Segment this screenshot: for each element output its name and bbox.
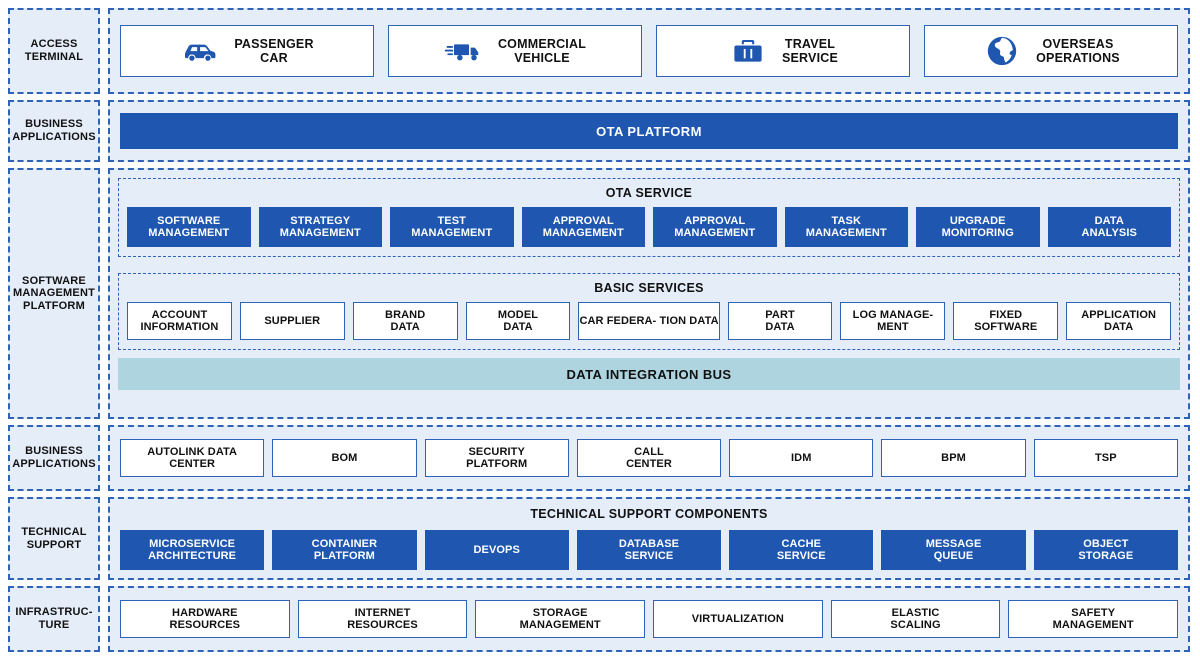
briefcase-icon	[728, 34, 768, 68]
basic-service-item-log-management[interactable]: LOG MANAGE-MENT	[840, 302, 946, 340]
layer-label-infrastructure: INFRASTRUC-TURE	[8, 586, 100, 652]
globe-icon	[982, 34, 1022, 68]
technical-support-title: TECHNICAL SUPPORT COMPONENTS	[530, 507, 768, 521]
technical-support-item-devops[interactable]: DEVOPS	[424, 530, 569, 570]
business-applications-top-body: OTA PLATFORM	[108, 100, 1190, 162]
business-app-item-bpm[interactable]: BPM	[881, 439, 1026, 477]
ota-platform-bar[interactable]: OTA PLATFORM	[120, 113, 1178, 149]
ota-service-title: OTA SERVICE	[605, 186, 693, 200]
truck-icon	[444, 34, 484, 68]
data-integration-bus-bar[interactable]: DATA INTEGRATION BUS	[118, 358, 1180, 390]
business-app-item-bom[interactable]: BOM	[272, 439, 417, 477]
basic-service-item-car-federation-data[interactable]: CAR FEDERA- TION DATA	[578, 302, 720, 340]
basic-services-title: BASIC SERVICES	[594, 281, 704, 295]
infrastructure-item-virtualization[interactable]: VIRTUALIZATION	[653, 600, 823, 638]
business-app-item-idm[interactable]: IDM	[729, 439, 874, 477]
basic-service-item-supplier[interactable]: SUPPLIER	[239, 302, 345, 340]
technical-support-body: TECHNICAL SUPPORT COMPONENTS MICROSERVIC…	[108, 497, 1190, 580]
business-app-item-tsp[interactable]: TSP	[1033, 439, 1178, 477]
car-icon	[180, 34, 220, 68]
